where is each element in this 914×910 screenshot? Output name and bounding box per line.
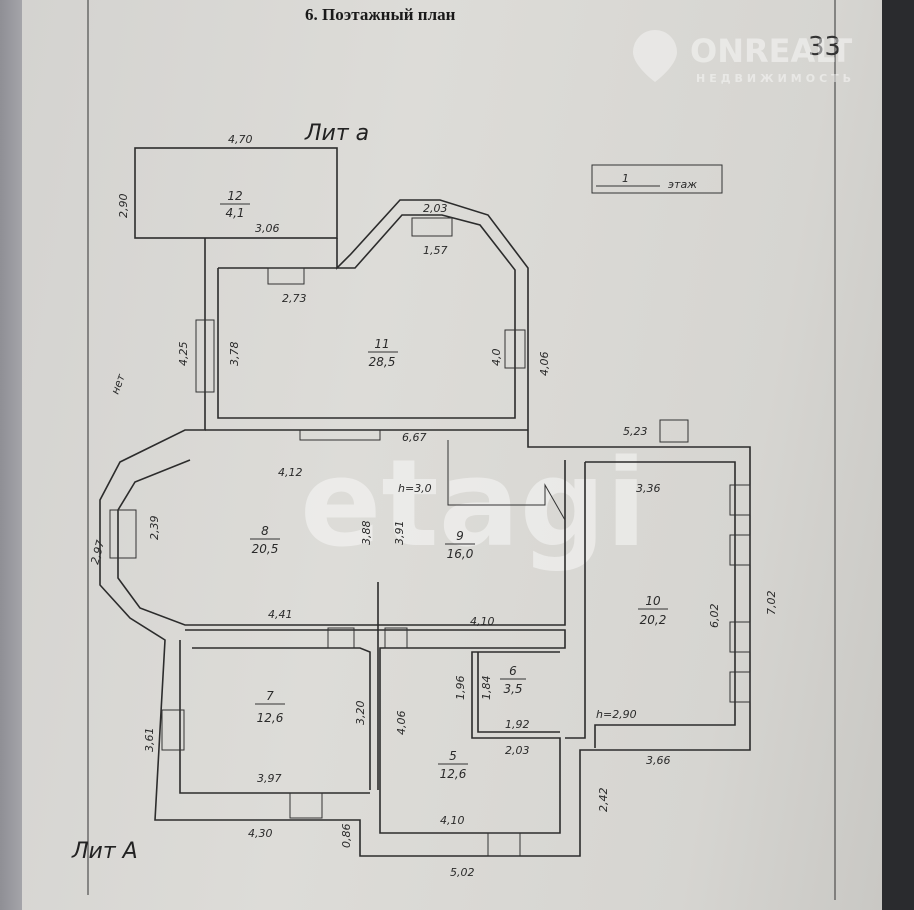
plan-label: 11 xyxy=(374,337,389,351)
floor-number: 1 xyxy=(622,172,629,185)
handwritten-note: нет xyxy=(109,372,128,396)
room-6: 63,5 xyxy=(500,664,526,696)
dimension-labels: 4,70 2,90 3,06 2,73 2,03 1,57 4,25 3,78 … xyxy=(88,133,778,879)
onreal-logo-icon xyxy=(633,30,677,82)
plan-label: 4,06 xyxy=(538,352,551,377)
plan-label: 1,57 xyxy=(423,244,448,257)
lit-a-big-label: Лит А xyxy=(71,839,138,864)
lit-a-small-label: Лит а xyxy=(304,121,369,146)
plan-label: 4,10 xyxy=(470,615,495,628)
room-10: 10 20,2 xyxy=(638,594,668,627)
room-11: 11 28,5 xyxy=(368,337,398,369)
plan-label: 1,84 xyxy=(480,676,493,701)
plan-label: 3,88 xyxy=(360,521,373,546)
plan-label: 6,02 xyxy=(708,604,721,629)
plan-label: 5,23 xyxy=(623,425,648,438)
plan-label: 4,06 xyxy=(395,711,408,736)
room-7: 712,6 xyxy=(255,689,285,725)
plan-label: 10 xyxy=(645,594,661,608)
plan-label: 3,36 xyxy=(636,482,661,495)
plan-label: 4,25 xyxy=(177,342,190,367)
plan-label: 2,97 xyxy=(88,539,107,566)
plan-label: 8 xyxy=(261,524,269,538)
plan-label: 6 xyxy=(509,664,517,678)
plan-label: 0,86 xyxy=(340,824,353,849)
plan-label: 3,20 xyxy=(354,701,367,726)
plan-label: 20,5 xyxy=(252,542,279,556)
plan-label: 4,1 xyxy=(225,206,244,220)
floor-label: этаж xyxy=(668,178,697,191)
plan-label: 2,90 xyxy=(117,194,130,219)
plan-label: 12,6 xyxy=(257,711,284,725)
plan-label: 4,70 xyxy=(228,133,253,146)
plan-label: 4,10 xyxy=(440,814,465,827)
page-title: 6. Поэтажный план xyxy=(305,5,456,24)
plan-label: 3,97 xyxy=(257,772,282,785)
floor-stamp: 1 этаж xyxy=(591,164,723,194)
plan-label: 28,5 xyxy=(369,355,396,369)
plan-label: 12,6 xyxy=(440,767,467,781)
walls xyxy=(99,147,751,857)
room-9: 916,0 xyxy=(445,529,475,561)
plan-label: 20,2 xyxy=(640,613,667,627)
plan-label: 3,61 xyxy=(143,728,156,753)
plan-label: 7,02 xyxy=(765,591,778,616)
plan-label: 4,41 xyxy=(268,608,293,621)
room-12: 124,1 xyxy=(220,189,250,220)
height-label: h=2,90 xyxy=(596,708,637,721)
plan-label: 2,03 xyxy=(505,744,530,757)
plan-label: 2,39 xyxy=(148,516,161,541)
windows xyxy=(109,217,751,857)
plan-label: 3,5 xyxy=(503,682,522,696)
plan-label: 12 xyxy=(227,189,242,203)
onreal-subtext: НЕДВИЖИМОСТЬ xyxy=(696,72,855,85)
room-5: 512,6 xyxy=(438,749,468,781)
plan-label: 3,91 xyxy=(393,521,406,546)
plan-label: 2,42 xyxy=(597,788,610,813)
plan-label: 16,0 xyxy=(447,547,474,561)
plan-label: 9 xyxy=(456,529,464,543)
plan-label: 3,78 xyxy=(228,342,241,367)
height-label: h=3,0 xyxy=(398,482,432,495)
plan-label: 5,02 xyxy=(450,866,475,879)
plan-label: 2,73 xyxy=(282,292,307,305)
plan-label: 1,96 xyxy=(454,676,467,701)
room-8: 820,5 xyxy=(250,524,280,556)
onreal-text: ONREALT xyxy=(690,32,852,70)
plan-label: 5 xyxy=(449,749,457,763)
plan-label: 7 xyxy=(266,689,274,703)
paper-sheet xyxy=(22,0,882,910)
onreal-watermark: ONREALT НЕДВИЖИМОСТЬ xyxy=(633,30,855,85)
plan-label: 3,06 xyxy=(255,222,280,235)
plan-label: 4,0 xyxy=(490,349,503,367)
plan-label: 2,03 xyxy=(423,202,448,215)
page-note: 33 xyxy=(808,32,841,62)
plan-label: 4,12 xyxy=(278,466,303,479)
plan-label: 3,66 xyxy=(646,754,671,767)
plan-label: 1,92 xyxy=(505,718,530,731)
plan-label: 6,67 xyxy=(402,431,427,444)
plan-label: 4,30 xyxy=(248,827,273,840)
